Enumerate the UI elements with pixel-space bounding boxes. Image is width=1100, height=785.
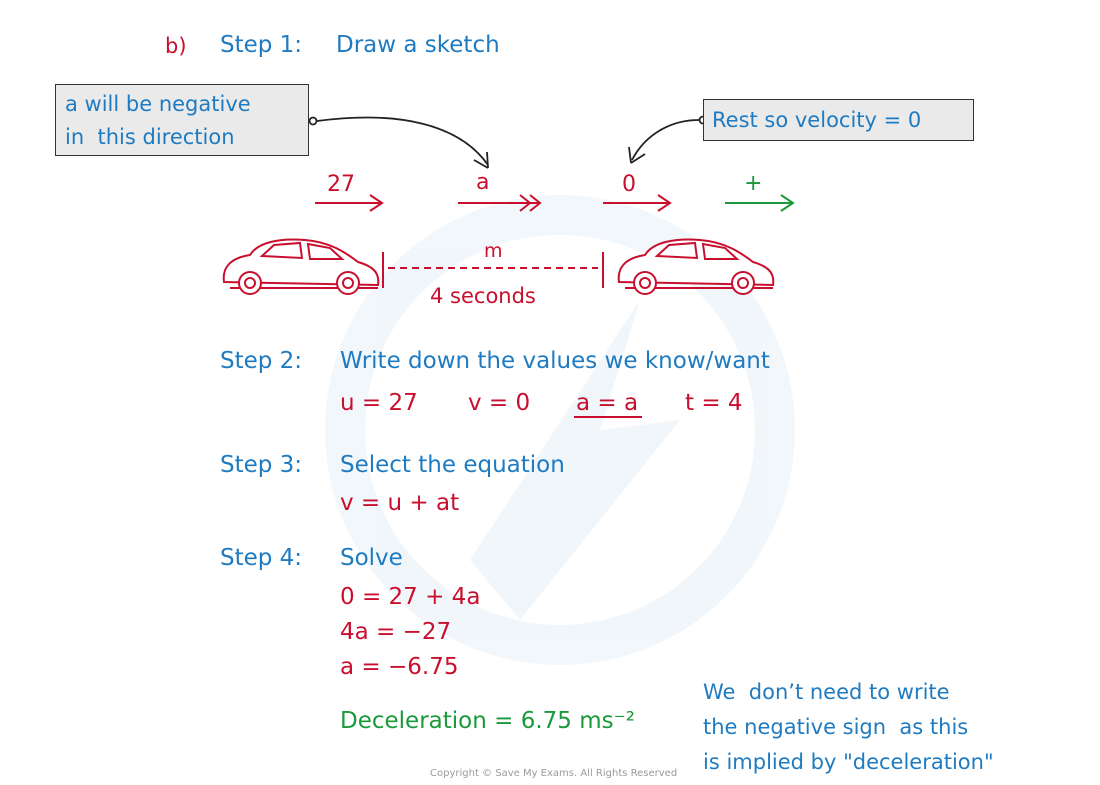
watermark-logo xyxy=(325,195,795,665)
positive-direction-label: + xyxy=(744,171,763,196)
initial-velocity-label: 27 xyxy=(327,172,355,197)
solve-line-3: a = −6.75 xyxy=(340,654,459,680)
equation: v = u + at xyxy=(340,490,460,516)
step2-text: Write down the values we know/want xyxy=(340,348,770,374)
distance-marker xyxy=(382,252,604,288)
arrow-acceleration xyxy=(458,194,542,212)
side-note-line1: We don’t need to write xyxy=(703,680,950,704)
solve-line-2: 4a = −27 xyxy=(340,619,452,645)
value-v: v = 0 xyxy=(468,390,531,416)
part-label: b) xyxy=(165,34,187,58)
step2-label: Step 2: xyxy=(220,348,303,374)
distance-label: m xyxy=(484,240,503,262)
value-a: a = a xyxy=(576,390,639,416)
callout-left-line2: in this direction xyxy=(65,125,235,149)
car-end-icon xyxy=(617,238,775,295)
side-note-line3: is implied by "deceleration" xyxy=(703,750,994,774)
side-note-line2: the negative sign as this xyxy=(703,715,969,739)
callout-left-line1: a will be negative xyxy=(65,92,251,116)
time-label: 4 seconds xyxy=(430,284,536,308)
step1-text: Draw a sketch xyxy=(336,32,500,58)
value-t: t = 4 xyxy=(685,390,743,416)
final-velocity-label: 0 xyxy=(622,172,636,197)
copyright-text: Copyright © Save My Exams. All Rights Re… xyxy=(430,768,678,779)
step4-text: Solve xyxy=(340,545,403,571)
callout-left-arrow xyxy=(308,116,489,169)
solve-line-1: 0 = 27 + 4a xyxy=(340,584,481,610)
step3-label: Step 3: xyxy=(220,452,303,478)
car-start-icon xyxy=(222,238,380,295)
value-u: u = 27 xyxy=(340,390,418,416)
arrow-initial-velocity xyxy=(315,194,384,212)
acceleration-label: a xyxy=(476,170,490,195)
step1-label: Step 1: xyxy=(220,32,303,58)
callout-right-box xyxy=(703,99,974,141)
callout-left-box xyxy=(55,84,309,156)
callout-right-text: Rest so velocity = 0 xyxy=(712,108,922,132)
callout-right-arrow xyxy=(628,115,708,164)
step3-text: Select the equation xyxy=(340,452,565,478)
deceleration-result: Deceleration = 6.75 ms⁻² xyxy=(340,708,635,734)
arrow-final-velocity xyxy=(603,194,672,212)
step4-label: Step 4: xyxy=(220,545,303,571)
arrow-positive-direction xyxy=(725,194,795,212)
